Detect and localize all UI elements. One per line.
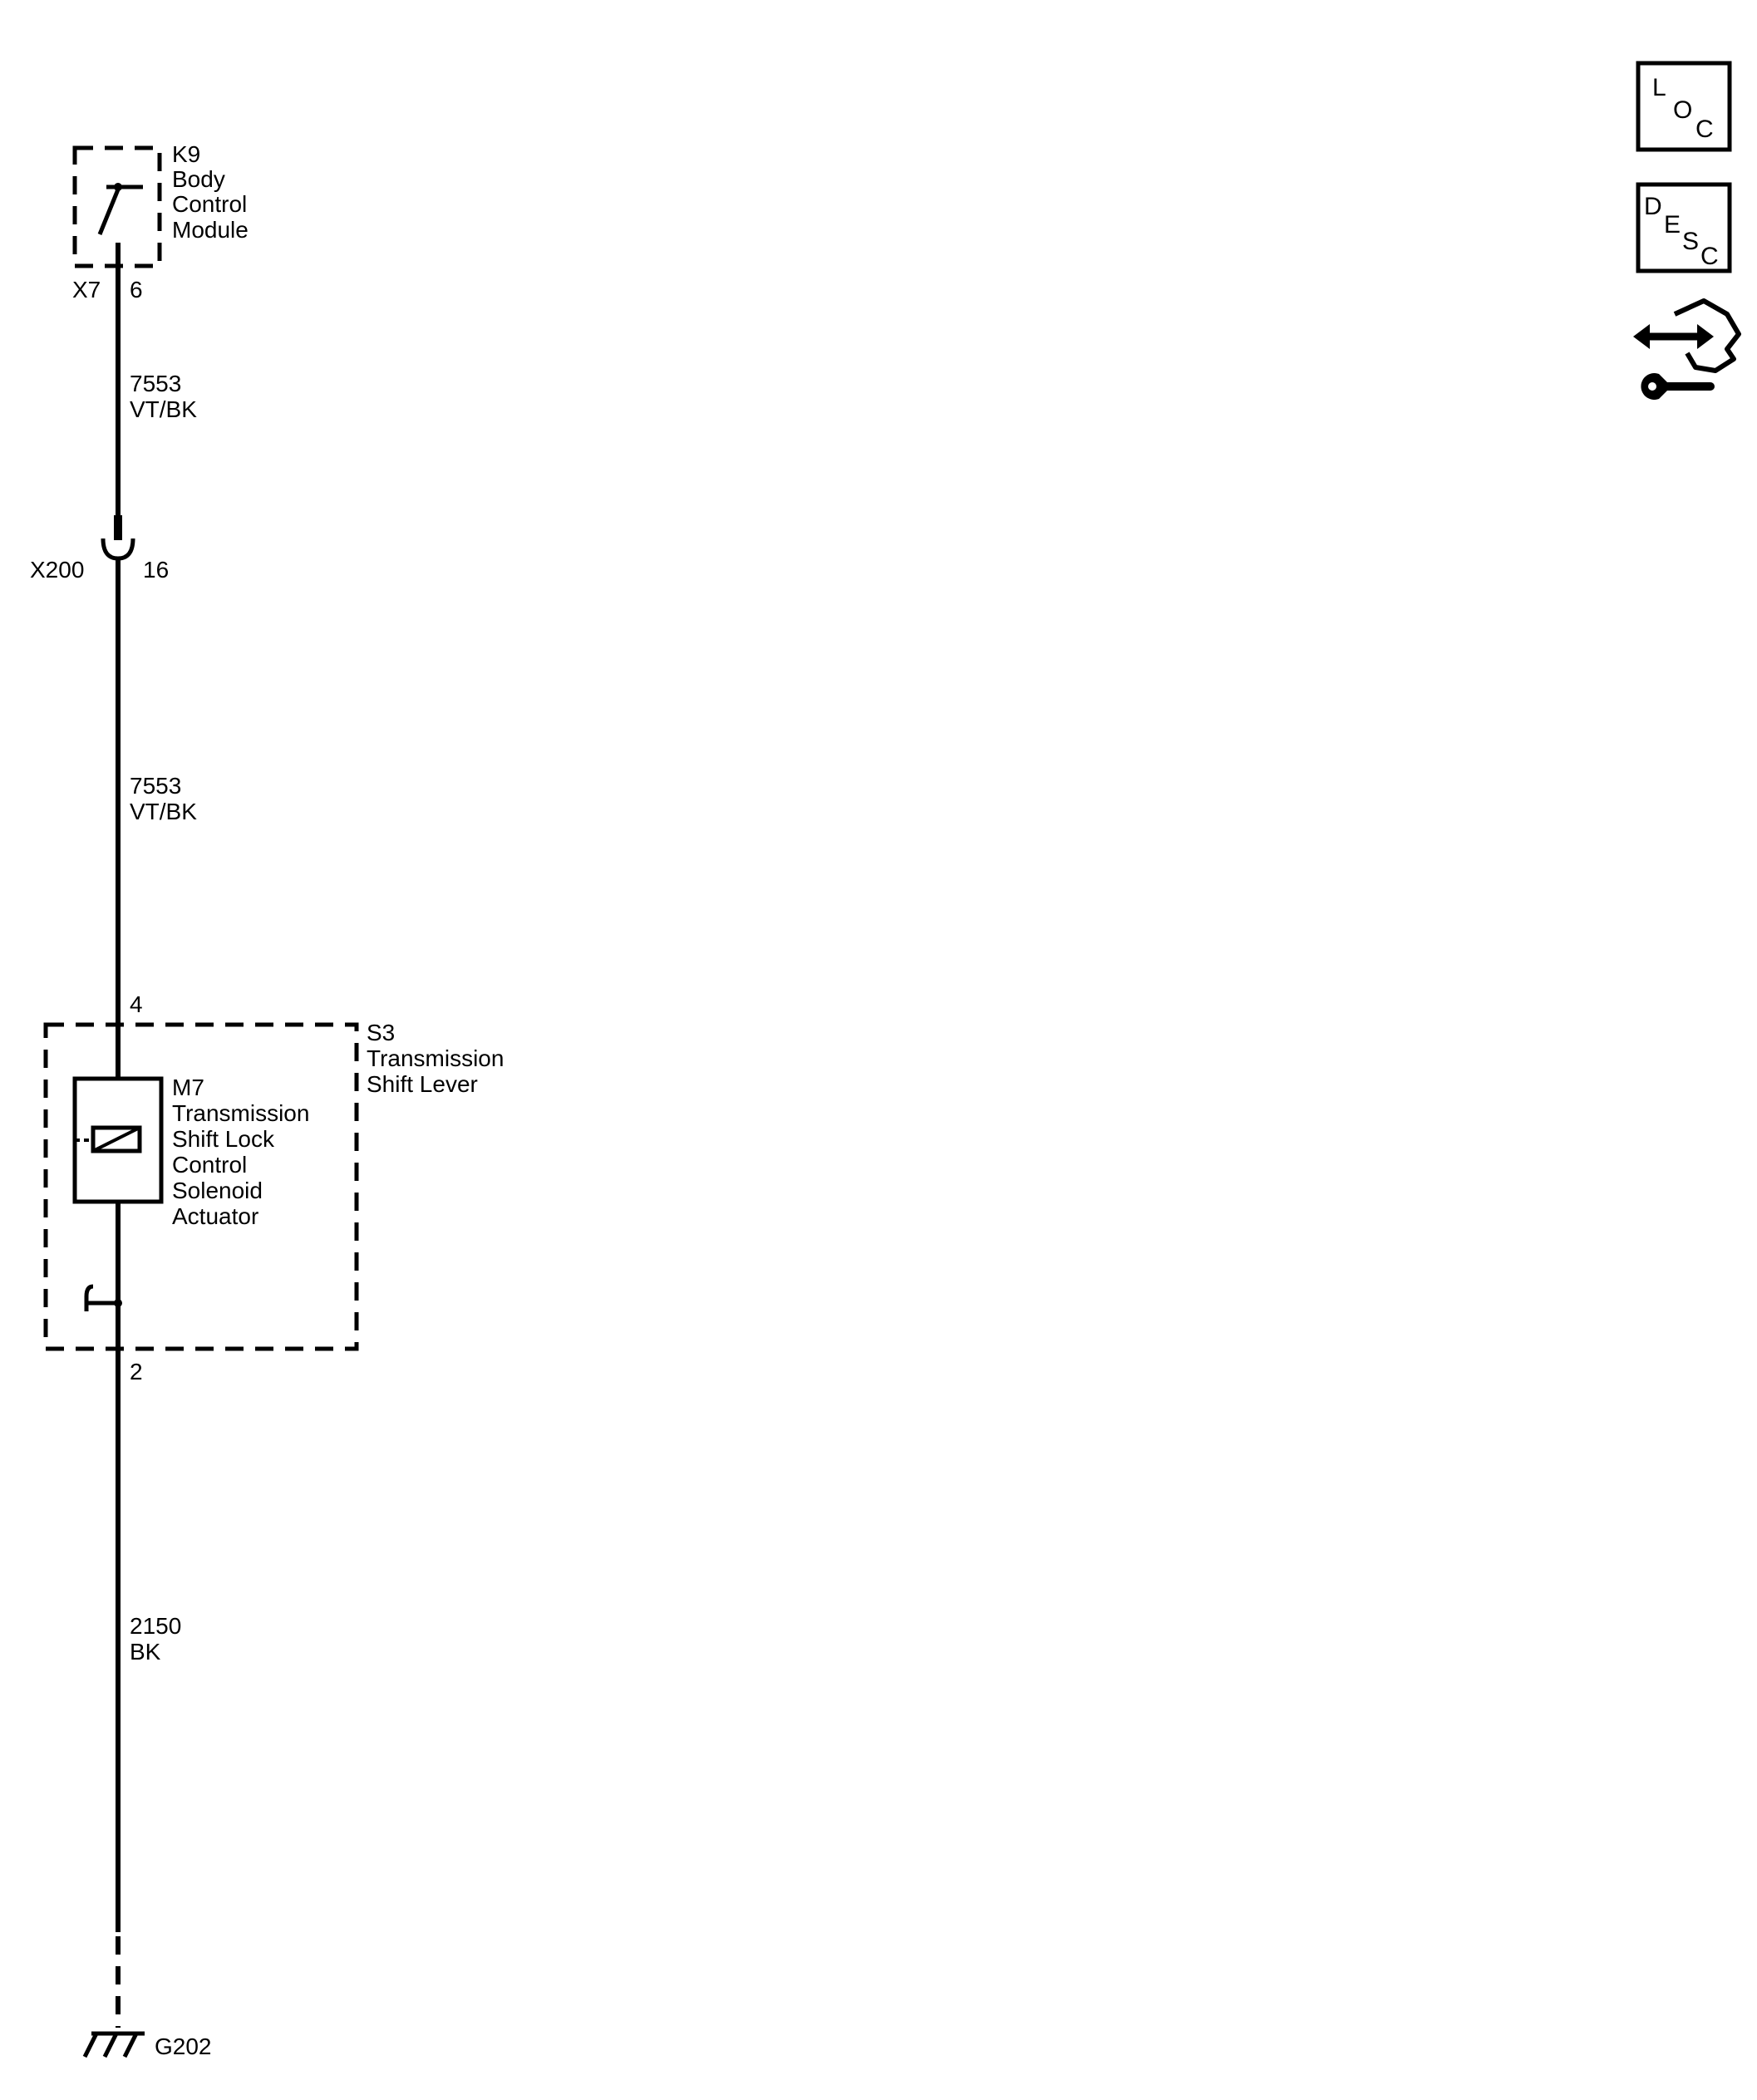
desc-icon[interactable]: D E S C [1636,182,1732,273]
g202-ref-label: G202 [155,2034,212,2059]
desc-letter-3: S [1682,228,1699,255]
k9-ref-label: K9 [172,141,200,167]
m7-shift-lock-solenoid: M7 Transmission Shift Lock Control Solen… [72,1075,309,1229]
desc-letter-2: E [1664,211,1681,239]
loc-letter-2: O [1673,96,1692,124]
loc-letter-1: L [1652,74,1666,101]
x200-female-socket [101,538,135,561]
x200-connector: X200 16 [30,515,169,583]
desc-letter-1: D [1644,193,1662,220]
s3-name-line-2: Shift Lever [367,1071,478,1097]
wire-3-color: BK [130,1639,161,1665]
m7-ref-label: M7 [172,1075,204,1100]
s3-boundary [43,1022,359,1351]
m7-name-line-3: Control [172,1152,247,1178]
x200-ref-label: X200 [30,557,84,583]
m7-name-line-1: Transmission [172,1100,309,1126]
k9-pin-label: 6 [130,277,143,302]
k9-switch-icon [97,183,143,235]
wire-3-circuit: 2150 [130,1613,181,1639]
desc-letter-4: C [1700,243,1719,270]
ground-icon [82,2031,145,2058]
m7-name-line-4: Solenoid [172,1178,263,1203]
g202-ground: G202 [82,2031,212,2059]
x200-pin-label: 16 [143,557,169,583]
k9-connector-label: X7 [72,277,101,302]
k9-name-line-2: Control [172,191,247,217]
k9-name-line-3: Module [172,217,249,243]
loc-icon[interactable]: L O C [1636,61,1732,152]
k9-name-line-1: Body [172,166,225,192]
wire-1-color: VT/BK [130,396,197,422]
wire-2-circuit: 7553 [130,773,181,799]
wire-2-color: VT/BK [130,799,197,824]
case-ground-icon [84,1284,122,1311]
m7-name-line-2: Shift Lock [172,1126,275,1152]
m7-name-line-5: Actuator [172,1203,258,1229]
s3-pin-top-label: 4 [130,991,143,1017]
loc-letter-3: C [1695,116,1714,143]
s3-ref-label: S3 [367,1020,395,1045]
wire-1-circuit: 7553 [130,371,181,396]
s3-name-line-1: Transmission [367,1045,504,1071]
k9-body-control-module: K9 Body Control Module X7 6 [72,141,249,302]
solenoid-coil-icon [91,1125,142,1153]
s3-transmission-shift-lever: 4 S3 Transmission Shift Lever M7 Transmi… [43,991,504,1384]
x200-male-pin [114,515,122,540]
s3-pin-bottom-label: 2 [130,1359,143,1384]
connector-repair-icon[interactable] [1633,298,1741,400]
